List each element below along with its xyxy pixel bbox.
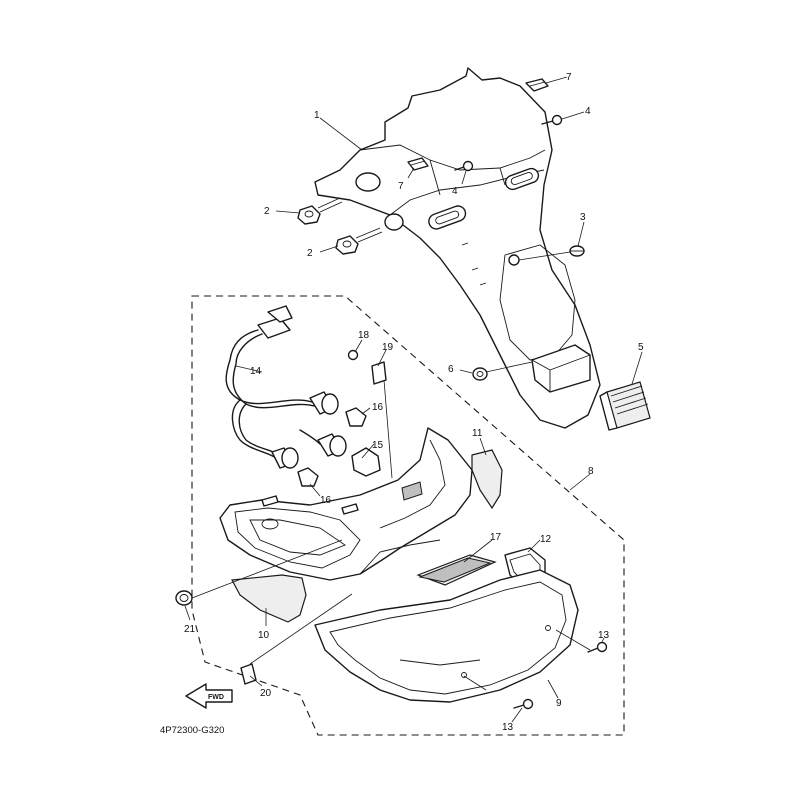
leader-lines (184, 76, 643, 723)
callout-6: 6 (448, 364, 454, 375)
inner-reflector (416, 554, 497, 586)
wire-harness (225, 305, 347, 469)
screw (347, 349, 359, 361)
callout-4: 4 (452, 186, 458, 197)
callout-13: 13 (598, 630, 610, 641)
callout-20: 20 (260, 688, 272, 699)
clamp (371, 361, 387, 385)
callout-4: 4 (585, 106, 591, 117)
assembly-boundary (191, 295, 625, 736)
callout-7: 7 (566, 72, 572, 83)
svg-text:FWD: FWD (208, 694, 224, 701)
callout-19: 19 (382, 342, 394, 353)
side-lens (471, 449, 503, 510)
callout-3: 3 (580, 212, 586, 223)
callout-2: 2 (307, 248, 313, 259)
callout-16: 16 (372, 402, 384, 413)
bulb (297, 467, 319, 487)
callout-8: 8 (588, 466, 594, 477)
screw (541, 114, 563, 126)
callout-15: 15 (372, 440, 384, 451)
callout-13: 13 (502, 722, 514, 733)
callout-16: 16 (320, 495, 332, 506)
callout-14: 14 (250, 366, 262, 377)
bolt (335, 227, 383, 255)
lower-lens (231, 574, 307, 623)
rear-fender (314, 67, 601, 429)
nut (472, 367, 488, 381)
reflector (599, 381, 651, 431)
grommet (569, 245, 585, 257)
clip-nut (525, 78, 549, 92)
screw (587, 641, 608, 653)
callout-18: 18 (358, 330, 370, 341)
callout-9: 9 (556, 698, 562, 709)
callout-21: 21 (184, 624, 196, 635)
forward-arrow-icon: FWD (185, 683, 233, 709)
callout-1: 1 (314, 110, 320, 121)
callout-12: 12 (540, 534, 552, 545)
callout-5: 5 (638, 342, 644, 353)
callout-2: 2 (264, 206, 270, 217)
bulb (351, 447, 381, 477)
drawing-code: 4P72300-G320 (160, 725, 224, 736)
bulb (345, 407, 367, 427)
screw (513, 698, 534, 710)
clip-nut (407, 157, 429, 171)
screw (454, 160, 474, 172)
callout-11: 11 (472, 428, 483, 439)
nut (240, 663, 257, 685)
grommet (175, 590, 193, 606)
outer-lens (314, 569, 579, 703)
callout-10: 10 (258, 630, 270, 641)
bolt (297, 197, 343, 225)
callout-17: 17 (490, 532, 502, 543)
tail-light-housing (219, 427, 473, 581)
callout-labels: 1 2 2 3 4 4 5 6 7 7 8 9 10 11 12 13 13 1… (184, 72, 644, 733)
callout-7: 7 (398, 181, 404, 192)
